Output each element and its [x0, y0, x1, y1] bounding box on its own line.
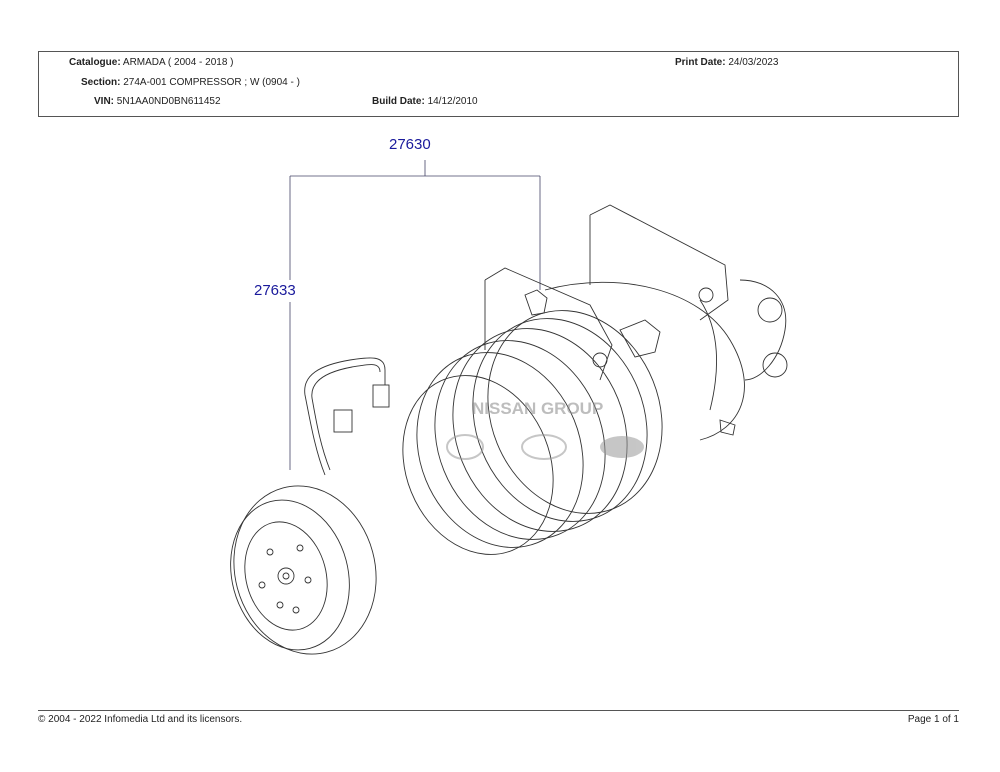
nissan-group-watermark: NISSAN GROUP	[446, 399, 644, 460]
callout-27630[interactable]: 27630	[389, 136, 431, 153]
print-date-label: Print Date:	[675, 57, 726, 68]
pulley	[402, 310, 663, 555]
clutch-plate	[230, 485, 377, 655]
wire-harness	[304, 357, 390, 476]
datsun-logo-icon	[600, 436, 644, 458]
infiniti-logo-icon	[521, 434, 567, 460]
vin-label: VIN:	[94, 96, 114, 107]
catalogue-value: ARMADA ( 2004 - 2018 )	[122, 57, 234, 68]
print-date-value: 24/03/2023	[728, 57, 779, 68]
vin-value: 5N1AA0ND0BN611452	[116, 96, 221, 107]
nissan-logo-icon	[446, 434, 484, 460]
build-date-label: Build Date:	[372, 96, 425, 107]
compressor-body	[484, 204, 788, 441]
page-number: Page 1 of 1	[907, 714, 959, 725]
callout-leaders	[289, 160, 541, 470]
catalogue-label: Catalogue:	[69, 57, 121, 68]
header-info-box: Catalogue: ARMADA ( 2004 - 2018 ) Sectio…	[38, 51, 959, 117]
copyright-text: © 2004 - 2022 Infomedia Ltd and its lice…	[38, 714, 243, 725]
callout-27633[interactable]: 27633	[254, 282, 296, 299]
watermark-text: NISSAN GROUP	[472, 399, 603, 418]
footer-divider	[38, 710, 959, 711]
section-label: Section:	[81, 77, 121, 88]
build-date-value: 14/12/2010	[427, 96, 478, 107]
section-value: 274A-001 COMPRESSOR ; W (0904 - )	[123, 77, 300, 88]
